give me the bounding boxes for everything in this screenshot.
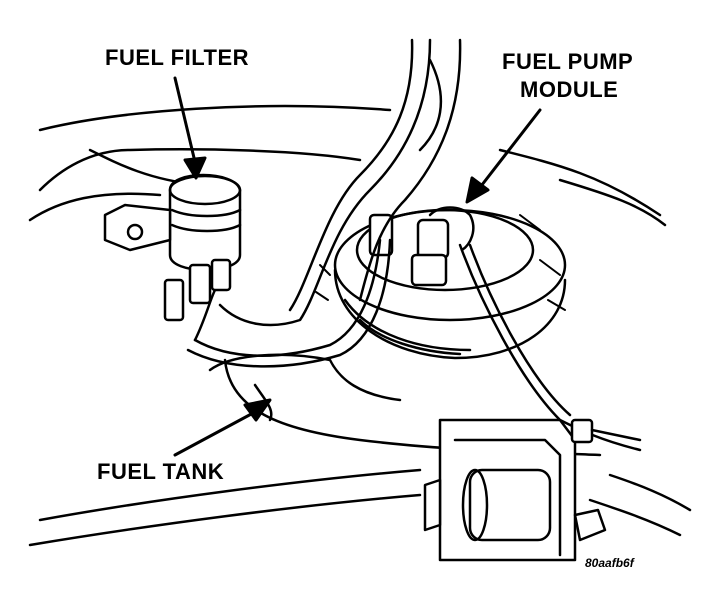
arrow-fuel-tank: [173, 398, 272, 457]
fuel-lines: [186, 38, 642, 452]
fuel-filter: [103, 173, 242, 322]
arrow-fuel-filter: [173, 76, 207, 180]
label-fuel-pump-module-line1: FUEL PUMP: [502, 49, 634, 74]
underbody-frame: [28, 58, 667, 227]
figure-id: 80aafb6f: [585, 556, 634, 570]
arrow-fuel-pump-module: [465, 108, 542, 204]
label-fuel-pump-module-line2: MODULE: [520, 77, 619, 102]
label-fuel-filter: FUEL FILTER: [105, 45, 250, 70]
leader-arrows: [173, 76, 542, 457]
frame-bracket: [423, 418, 642, 562]
fuel-pump-module: [315, 206, 567, 360]
label-fuel-tank: FUEL TANK: [97, 459, 225, 484]
